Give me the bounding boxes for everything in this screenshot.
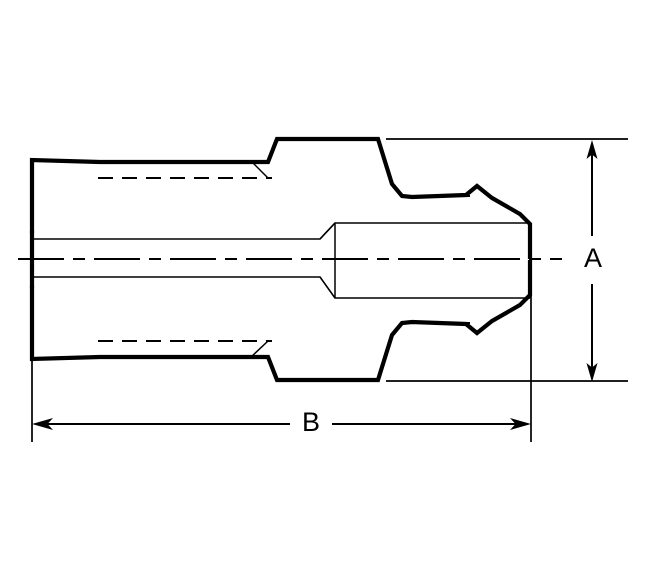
dimension-a-label: A bbox=[584, 243, 602, 273]
dimension-a-arrowhead-down bbox=[586, 363, 598, 382]
bore-line-bottom bbox=[32, 276, 530, 299]
bore-line-top bbox=[32, 222, 530, 240]
bore-taper-bottom bbox=[319, 276, 336, 299]
bore-profile bbox=[32, 222, 531, 299]
dimension-b-arrowhead-right bbox=[510, 418, 531, 430]
hex-corner-tick-bottom bbox=[250, 340, 269, 358]
dimension-a: A bbox=[584, 140, 602, 382]
body-outline-bottom bbox=[29, 260, 533, 383]
dimension-b-label: B bbox=[302, 407, 320, 437]
dimension-b: B bbox=[32, 407, 531, 437]
body-outline-top bbox=[29, 136, 533, 259]
bore-taper-top bbox=[319, 222, 336, 240]
dimension-b-arrowhead-left bbox=[32, 418, 53, 430]
dimension-a-arrowhead-up bbox=[586, 140, 598, 159]
